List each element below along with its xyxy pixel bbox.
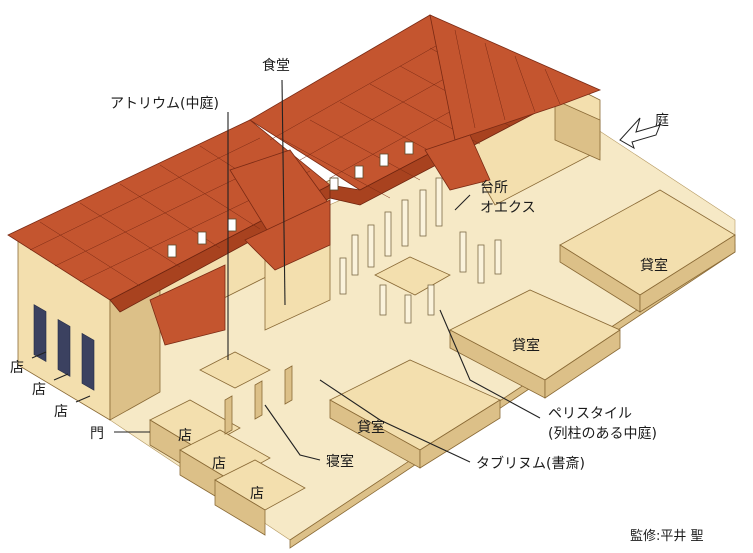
roof-right-gable xyxy=(429,14,602,141)
label-shop-3: 店 xyxy=(54,404,68,420)
label-atrium: アトリウム(中庭) xyxy=(110,95,219,112)
label-kitchen: 台所 xyxy=(480,180,508,196)
label-rental-center: 貸室 xyxy=(512,337,540,354)
peristyle-columns xyxy=(339,177,502,324)
label-peristyle: ペリスタイル xyxy=(548,406,632,422)
label-garden: 庭 xyxy=(655,112,669,129)
bedroom-partitions xyxy=(224,365,293,435)
label-shop-4: 店 xyxy=(178,428,192,444)
shop-cells xyxy=(149,399,306,536)
label-oecus: オエクス xyxy=(480,200,536,216)
label-dining: 食堂 xyxy=(262,57,290,74)
rental-room-bottom xyxy=(329,359,501,469)
label-peristyle-sub: (列柱のある中庭) xyxy=(548,425,657,442)
rental-room-center xyxy=(449,289,621,399)
label-rental-bottom: 貸室 xyxy=(357,419,385,436)
leader-lines xyxy=(31,79,541,463)
upper-windows xyxy=(167,141,414,258)
label-bedroom: 寝室 xyxy=(326,453,354,470)
roof-dining-wing xyxy=(149,134,491,346)
credit-text: 監修:平井 聖 xyxy=(630,528,704,544)
label-shop-1: 店 xyxy=(10,360,24,376)
label-shop-5: 店 xyxy=(212,456,226,472)
rental-room-right xyxy=(559,189,736,313)
label-shop-6: 店 xyxy=(250,486,264,502)
garden-arrow-icon xyxy=(619,117,661,150)
impluvium xyxy=(199,351,271,389)
label-tablinum: タブリヌム(書斎) xyxy=(476,455,585,472)
label-shop-2: 店 xyxy=(32,382,46,398)
label-rental-right: 貸室 xyxy=(640,257,668,274)
label-gate: 門 xyxy=(90,426,104,442)
